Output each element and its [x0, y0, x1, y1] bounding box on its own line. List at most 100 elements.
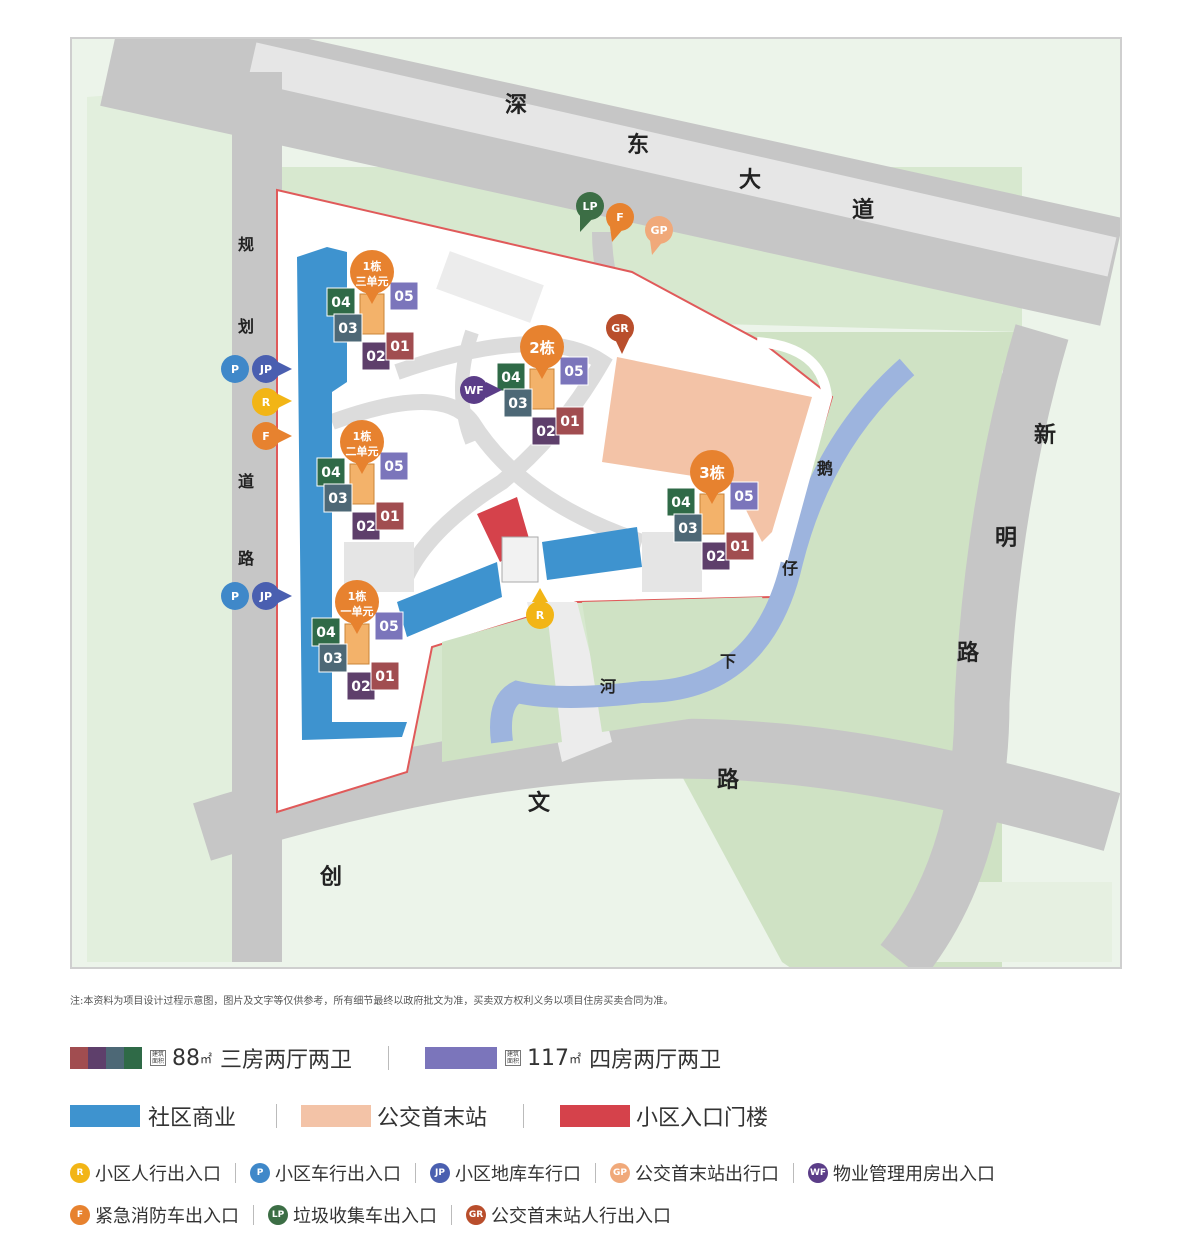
- commercial-center: [542, 527, 642, 580]
- river-exiaxia: [490, 358, 915, 744]
- unit-01-label: 01: [380, 509, 399, 525]
- svg-text:JP: JP: [259, 363, 272, 376]
- unit-05: [389, 281, 419, 311]
- disclaimer-note: 注:本资料为项目设计过程示意图，图片及文字等仅供参考，所有细节最终以政府批文为准…: [70, 996, 674, 1007]
- marker-jp-west-2: JP: [252, 582, 292, 610]
- building-tag-label: 三单元: [356, 274, 389, 288]
- unit-04: [666, 487, 696, 517]
- building-tag: [335, 580, 379, 624]
- unit-02-label: 02: [536, 424, 555, 440]
- r-icon: R: [70, 1163, 90, 1183]
- unit-02-label: 02: [351, 679, 370, 695]
- unit-117-desc: 四房两厅两卫: [589, 1048, 722, 1073]
- jp-icon: JP: [430, 1163, 450, 1183]
- road-xinming-char-1: 新: [1034, 422, 1056, 448]
- legend-separator: [276, 1104, 278, 1128]
- legend-separator: [388, 1046, 390, 1070]
- marker-wf: WF: [460, 376, 502, 404]
- svg-text:GR: GR: [611, 322, 629, 335]
- unit-03: [323, 483, 353, 513]
- swatch-gate: [560, 1105, 631, 1127]
- building-tag: [690, 450, 734, 494]
- commercial-south: [397, 562, 502, 637]
- marker-r-south: R: [526, 588, 554, 629]
- legend-bus-terminal: 公交首末站: [301, 1100, 487, 1132]
- road-chuangwen-char-1: 创: [319, 865, 342, 890]
- unit-05-label: 05: [384, 459, 403, 475]
- swatch-bus-terminal: [301, 1105, 372, 1127]
- unit-04: [496, 362, 526, 392]
- unit-01-label: 01: [390, 339, 409, 355]
- area-tag-117: 建筑面积: [505, 1050, 522, 1066]
- road-chuangwen-char-3: 路: [717, 767, 740, 793]
- legend-separator: [523, 1104, 525, 1128]
- area-tag: 建筑面积: [150, 1050, 167, 1066]
- svg-text:LP: LP: [582, 200, 597, 213]
- unit-05: [729, 481, 759, 511]
- building-tag-label: 1栋: [348, 589, 367, 603]
- unit-03: [673, 513, 703, 543]
- building-tag-label: 3栋: [699, 464, 724, 482]
- unit-01: [370, 661, 400, 691]
- unit-02-label: 02: [356, 519, 375, 535]
- marker-p-west-2: P: [221, 582, 249, 610]
- road-shendong-char-3: 大: [739, 168, 761, 193]
- unit-03-label: 03: [508, 396, 527, 412]
- unit-02: [361, 341, 391, 371]
- ramp-structure: [436, 251, 544, 323]
- f-icon: F: [70, 1205, 90, 1225]
- gr-icon: GR: [466, 1205, 486, 1225]
- unit-04-label: 04: [671, 495, 691, 511]
- building-tag-label: 二单元: [346, 444, 379, 458]
- road-guihua-char-4: 路: [238, 549, 255, 568]
- unit-02: [346, 671, 376, 701]
- svg-text:GP: GP: [650, 224, 667, 237]
- marker-f-north: F: [606, 203, 634, 242]
- unit-117-unit: ㎡: [569, 1051, 582, 1066]
- unit-05-label: 05: [564, 364, 583, 380]
- unit-02-label: 02: [706, 549, 725, 565]
- unit-03: [318, 643, 348, 673]
- svg-text:JP: JP: [259, 590, 272, 603]
- building-tag-label: 一单元: [341, 604, 374, 618]
- unit-88-unit: ㎡: [200, 1051, 213, 1066]
- building-tag-label: 1栋: [363, 259, 382, 273]
- unit-05-label: 05: [394, 289, 413, 305]
- svg-text:WF: WF: [464, 384, 484, 397]
- unit-04-label: 04: [321, 465, 341, 481]
- legend-icons-row-2: F 紧急消防车出入口 LP 垃圾收集车出入口 GR 公交首末站人行出入口: [70, 1202, 671, 1228]
- road-shendong-median: [247, 42, 1117, 277]
- building-tag: [340, 420, 384, 464]
- marker-lp-north: LP: [576, 192, 604, 232]
- building-tag-label: 1栋: [353, 429, 372, 443]
- gate-lobby: [501, 536, 539, 583]
- unit-01: [555, 406, 585, 436]
- unit-05-label: 05: [734, 489, 753, 505]
- building-tag: [350, 250, 394, 294]
- unit-03-label: 03: [678, 521, 697, 537]
- unit-04-label: 04: [316, 625, 336, 641]
- p-icon: P: [250, 1163, 270, 1183]
- marker-gr: GR: [606, 314, 634, 354]
- legend-row-areas: 社区商业 公交首末站 小区入口门楼: [70, 1101, 768, 1131]
- road-shendong-char-2: 东: [627, 132, 649, 158]
- unit-02: [351, 511, 381, 541]
- svg-text:P: P: [231, 590, 239, 603]
- swatch-unit-lavender: [425, 1047, 498, 1069]
- unit-03-label: 03: [328, 491, 347, 507]
- gp-icon: GP: [610, 1163, 630, 1183]
- unit-88-desc: 三房两厅两卫: [220, 1048, 353, 1073]
- marker-f-west: F: [252, 422, 292, 450]
- unit-05: [559, 356, 589, 386]
- svg-text:F: F: [616, 211, 624, 224]
- unit-117-number: 117: [527, 1045, 570, 1071]
- svg-text:R: R: [536, 609, 545, 622]
- building-tag-label: 2栋: [529, 339, 554, 357]
- unit-04: [311, 617, 341, 647]
